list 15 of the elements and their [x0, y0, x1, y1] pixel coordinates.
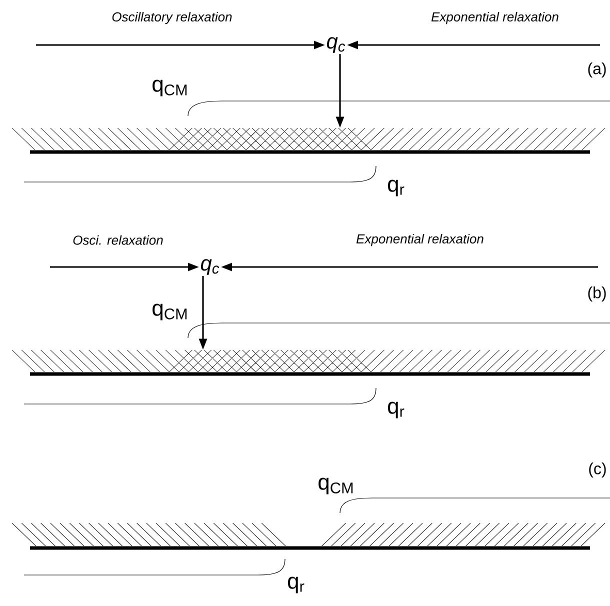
panel-label: (a): [588, 62, 606, 78]
hatched-surface-drawing: [12, 128, 606, 154]
variable-label: q$_{c}$: [326, 37, 346, 53]
variable-label: q$_{r}$: [388, 402, 404, 418]
variable-label: q$_{c}$: [200, 259, 220, 275]
relaxation-label: Oscillatory relaxation: [112, 12, 232, 24]
variable-label: q$_{r}$: [288, 576, 304, 594]
relaxation-label: Exponential relaxation: [431, 12, 558, 24]
variable-label: q$_{r}$: [388, 180, 404, 196]
panel-label: (b): [588, 286, 606, 302]
panel-label: (c): [589, 462, 606, 478]
hatched-surface-drawing: [12, 350, 606, 376]
relaxation-label: Exponential relaxation: [356, 234, 484, 246]
hatched-surface-drawing: [12, 522, 606, 550]
relaxation-label: Osci. relaxation: [73, 235, 163, 245]
